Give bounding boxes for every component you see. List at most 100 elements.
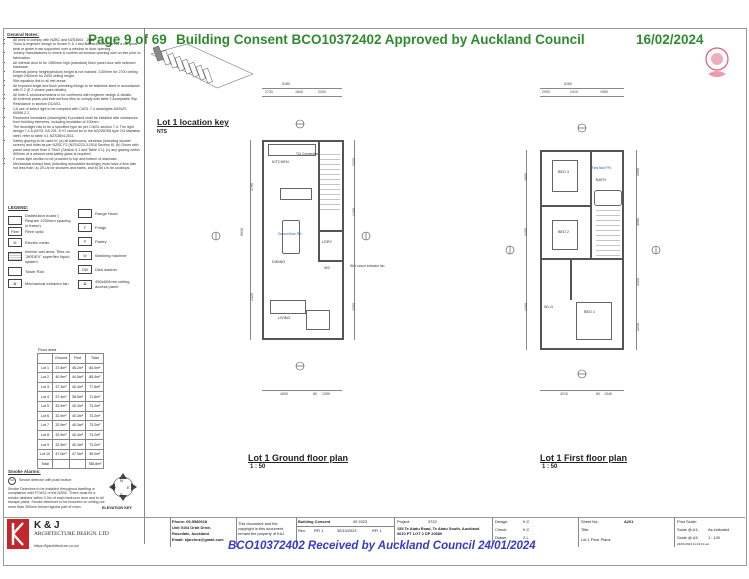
company-address-1: Unit G3/4 Orbit Drive,: [172, 525, 212, 530]
building-consent-date: 09 2023: [353, 519, 368, 524]
table-cell: 73.2m²: [85, 439, 105, 450]
note-item: All internal door to be 1980mm high (sta…: [13, 61, 142, 70]
smoke-detector-icon: SA: [8, 476, 16, 485]
council-seal-icon: [705, 47, 729, 77]
section-marker-icon: [577, 369, 587, 379]
table-cell: Lot 1: [37, 362, 53, 374]
title-block: [3, 517, 745, 548]
rev-label: Rev.: [298, 528, 306, 533]
kj-logo-icon: [7, 519, 29, 549]
table-cell: 40.9m²: [52, 372, 70, 383]
sheet-title: Lot 1 Floor Plans: [581, 537, 611, 542]
first-floor-plan: 5180 2900 2410 1950 BED 3 BED 2 BED 1 BA…: [500, 80, 670, 410]
section-marker-icon: [577, 123, 587, 133]
first-plan-title: Lot 1 First floor plan: [540, 453, 627, 463]
table-cell: 40.3m²: [68, 400, 87, 412]
note-tui: TUI Connection: [296, 152, 319, 156]
table-cell: Total: [37, 458, 53, 470]
legend-item: ⊠Mechanical extractor fan: [8, 279, 72, 288]
general-notes: General Notes: All work to comply with N…: [7, 32, 142, 171]
project-label: Project:: [397, 519, 411, 524]
note-item: All exposed angle and flush plumbing fix…: [13, 84, 142, 93]
table-cell: [68, 458, 87, 470]
table-cell: 73.2m²: [85, 410, 105, 422]
legend-item: Tower Rail: [8, 267, 72, 276]
table-cell: 32.9m²: [52, 439, 70, 450]
note-item: Recessed luminaires (downlights) if prov…: [13, 116, 142, 125]
note-item: The downlight has to be a specified type…: [13, 125, 142, 139]
consent-stamp: Building Consent BCO10372402 Approved by…: [176, 32, 585, 47]
table-cell: 32.9m²: [52, 410, 70, 422]
legend-item: Range Hood: [78, 209, 142, 218]
building-consent-label: Building Consent: [298, 519, 331, 524]
ground-plan-scale: 1 : 50: [250, 464, 266, 470]
table-cell: 37.8m²: [52, 362, 70, 374]
design-label: Design:: [495, 519, 509, 524]
scale-a1-label: Scale @ A1:: [677, 527, 699, 532]
table-cell: Lot 6: [37, 410, 53, 422]
company-subtitle: ARCHITECTURE DESIGN. LTD: [34, 531, 109, 537]
note-item: Truss & engineer design to Krosm K & J a…: [13, 42, 142, 51]
ground-plan-title: Lot 1 Ground floor plan: [248, 453, 348, 463]
drawn-label: Drawn:: [495, 535, 508, 540]
room-bed-2: BED 2: [558, 230, 569, 234]
note-item: Joinery manufactures to check & confirm …: [13, 51, 142, 60]
table-cell: 40.3m²: [68, 410, 87, 422]
note-item: All lintel & structural beams to be conf…: [13, 93, 142, 98]
smoke-alarms-title: Smoke Alarms:: [8, 469, 41, 474]
table-cell: 40.3m²: [68, 439, 87, 450]
note-item: All work to comply with NZBC and NZS3604…: [13, 38, 142, 43]
note-item: CA use of select light to be complied wi…: [13, 107, 142, 116]
range-hood-icon: [78, 209, 92, 218]
rev-value: RFI 1: [314, 528, 324, 533]
room-wc: WC: [324, 266, 331, 270]
table-cell: Lot 4: [37, 391, 53, 402]
check-value: K.C: [523, 527, 530, 532]
note-item: All external paras and internal floor ti…: [13, 97, 142, 106]
table-cell: 32.9m²: [52, 400, 70, 412]
stamp-date: 16/02/2024: [636, 32, 704, 47]
smoke-alarms: Smoke Alarms: SA Smoke detector with pus…: [8, 469, 106, 510]
table-cell: 84.0m²: [85, 362, 105, 374]
section-marker-icon: [295, 119, 305, 129]
drawn-value: Z.L: [523, 535, 529, 540]
sheet-title-label: Title:: [581, 527, 590, 532]
table-cell: Lot 7: [37, 420, 53, 431]
section-marker-icon: [295, 361, 305, 371]
smoke-alarms-text: Smoke Detectors to be installed througho…: [8, 486, 105, 509]
elevation-key-e: E: [127, 485, 130, 490]
section-marker-icon: [505, 245, 515, 255]
access-panel-icon: ⊠: [78, 279, 92, 289]
table-cell: 47.9m²: [68, 448, 87, 460]
extractor-fan-icon: ⊠: [8, 279, 22, 288]
room-dining: DINING: [272, 260, 286, 264]
table-cell: 73.2m²: [85, 429, 105, 441]
room-bed-1: BED 1: [584, 310, 595, 314]
first-plan-scale: 1 : 50: [542, 464, 558, 470]
room-living: LIVING: [278, 316, 291, 320]
scale-a1-value: As indicated: [708, 527, 730, 532]
legend-item: Distribution board ( Require 1200mm spac…: [8, 213, 72, 228]
scale-a3-label: Scale @ A3:: [677, 535, 699, 540]
table-cell: 788.8m²: [85, 458, 105, 470]
table-row: Total 788.8m²: [37, 458, 105, 470]
print-scale-label: Print Scale:: [677, 519, 697, 524]
ground-floor-plan: 5180 2730 1840 2200 KITCHEN DINING LIVIN…: [210, 80, 384, 410]
table-cell: [52, 458, 70, 470]
location-key-map: [150, 43, 254, 89]
section-marker-icon: [361, 231, 371, 241]
company-website: https://kjarchitecture.co.nz/: [34, 544, 80, 548]
fibre-icon: Fibre: [8, 227, 22, 236]
company-address-2: Rosedale, Auckland: [172, 531, 209, 536]
table-cell: 37.3m²: [52, 381, 70, 393]
sheet-number: A201: [624, 519, 634, 524]
table-cell: 37.4m²: [52, 391, 70, 402]
